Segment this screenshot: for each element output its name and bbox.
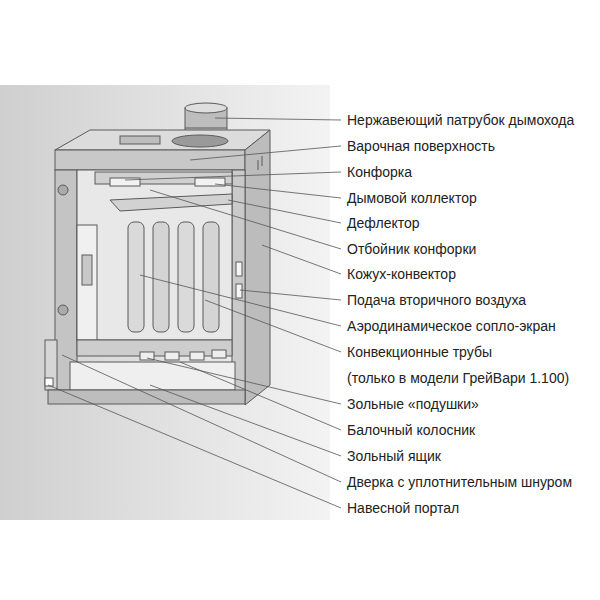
part-label: Варочная поверхность <box>347 138 495 154</box>
part-label: Дымовой коллектор <box>347 190 477 206</box>
part-label: Дефлектор <box>347 215 420 231</box>
part-label: Балочный колосник <box>347 422 475 438</box>
part-label: Навесной портал <box>347 500 459 516</box>
part-label: Конвекционные трубы <box>347 344 492 360</box>
leader-lines <box>48 118 341 508</box>
part-label: Отбойник конфорки <box>347 241 476 257</box>
stove-body <box>45 103 270 405</box>
part-label: Зольный ящик <box>347 448 441 464</box>
part-label: (только в модели ГрейВари 1.100) <box>347 370 569 386</box>
part-label: Подача вторичного воздуха <box>347 292 526 308</box>
part-label: Аэродинамическое сопло-экран <box>347 318 556 334</box>
part-label: Кожух-конвектор <box>347 266 456 282</box>
part-label: Нержавеющий патрубок дымохода <box>347 112 574 128</box>
part-label: Дверка с уплотнительным шнуром <box>347 474 572 490</box>
part-label: Зольные «подушки» <box>347 396 479 412</box>
part-label: Конфорка <box>347 164 412 180</box>
